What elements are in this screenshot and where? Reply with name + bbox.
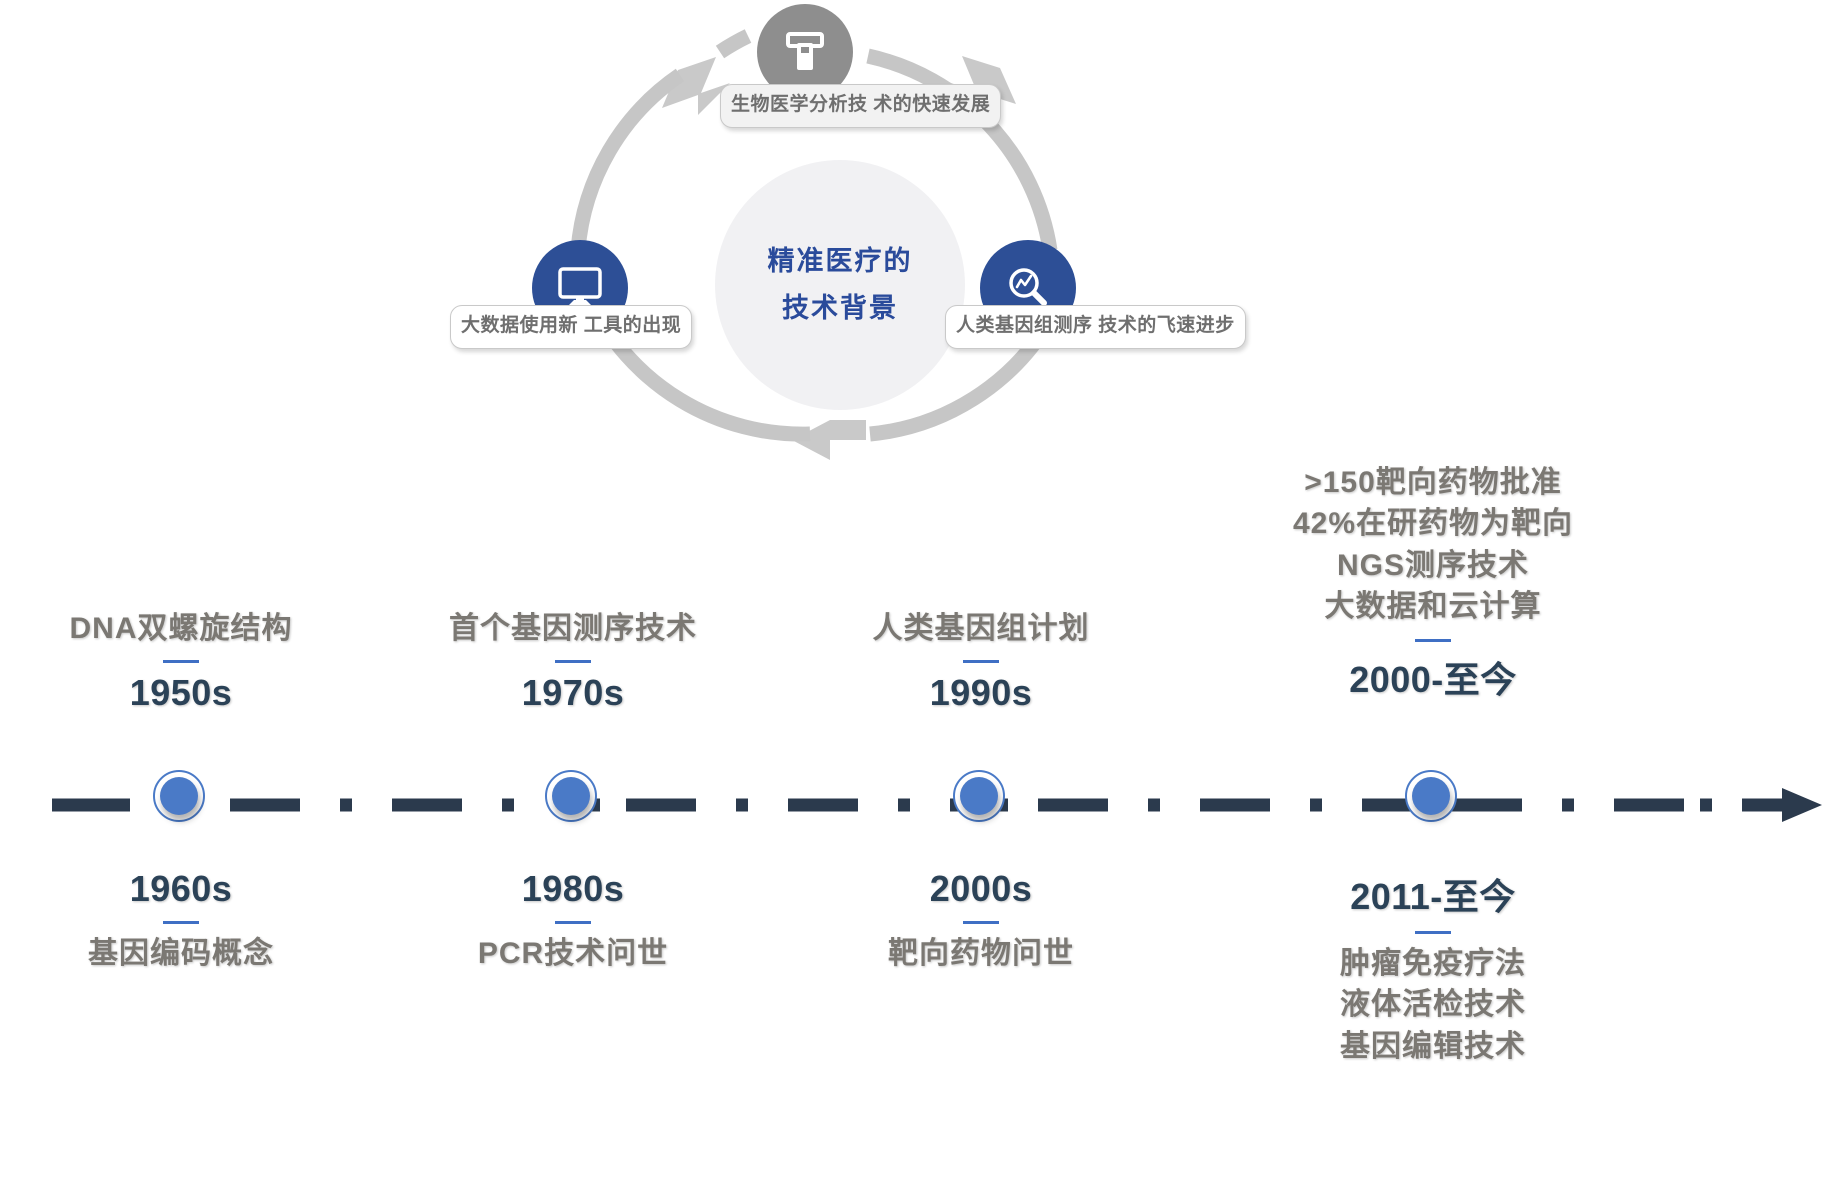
monitor-icon <box>558 267 602 306</box>
timeline-milestone-above-2: 首个基因测序技术 1970s <box>363 608 783 714</box>
cycle-center-line-2: 技术背景 <box>782 293 898 323</box>
timeline-dot-2[interactable] <box>545 770 601 826</box>
milestone-year: 1980s <box>521 868 625 909</box>
milestone-rule <box>163 660 199 664</box>
timeline-dot-core <box>1412 777 1450 815</box>
milestone-year: 1960s <box>129 868 233 909</box>
timeline-dot-core <box>552 777 590 815</box>
timeline-milestone-below-3: 2000s 靶向药物问世 <box>771 868 1191 974</box>
milestone-year: 1990s <box>929 672 1033 714</box>
timeline-dot-3[interactable] <box>953 770 1009 826</box>
milestone-caption: 靶向药物问世 <box>888 937 1074 970</box>
milestone-caption: DNA双螺旋结构 <box>69 612 293 645</box>
milestone-rule <box>1415 931 1451 934</box>
milestone-caption: 首个基因测序技术 <box>449 612 697 645</box>
milestone-caption: >150靶向药物批准 42%在研药物为靶向 NGS测序技术 大数据和云计算 <box>1292 466 1574 624</box>
timeline-dot-4[interactable] <box>1405 770 1461 826</box>
milestone-year: 2000s <box>929 868 1033 909</box>
timeline-dot-1[interactable] <box>153 770 209 826</box>
cycle-callout-right: 人类基因组测序 技术的飞速进步 <box>945 305 1246 349</box>
timeline-milestone-below-4: 2011-至今 肿瘤免疫疗法 液体活检技术 基因编辑技术 <box>1223 868 1643 1067</box>
cycle-callout-left: 大数据使用新 工具的出现 <box>450 305 693 349</box>
milestone-year: 1970s <box>521 672 625 714</box>
milestone-year: 2011-至今 <box>1350 876 1516 917</box>
analytics-search-icon <box>1009 268 1047 306</box>
milestone-rule <box>555 660 591 664</box>
milestone-rule <box>555 921 591 924</box>
timeline-milestone-above-4: >150靶向药物批准 42%在研药物为靶向 NGS测序技术 大数据和云计算 20… <box>1223 462 1643 703</box>
timeline-axis <box>52 788 1822 822</box>
milestone-rule <box>963 921 999 924</box>
cycle-center-label: 精准医疗的 技术背景 <box>715 160 965 410</box>
timeline-milestone-above-3: 人类基因组计划 1990s <box>771 608 1191 714</box>
timeline-dot-core <box>160 777 198 815</box>
milestone-year: 1950s <box>129 672 233 714</box>
cycle-callout-top: 生物医学分析技 术的快速发展 <box>720 84 1002 128</box>
timeline-milestone-below-1: 1960s 基因编码概念 <box>0 868 391 974</box>
milestone-rule <box>963 660 999 664</box>
cycle-center-line-1: 精准医疗的 <box>767 245 913 276</box>
milestone-year: 2000-至今 <box>1349 658 1517 700</box>
timeline-milestone-below-2: 1980s PCR技术问世 <box>363 868 783 974</box>
technology-background-cycle-diagram: 精准医疗的 技术背景 生物医学分析技 术的快速发展 大数据使用新 工具的出现 人… <box>450 0 1246 520</box>
milestone-rule <box>163 921 199 924</box>
timeline-dot-core <box>960 777 998 815</box>
cycle-center-disc <box>715 160 965 410</box>
milestone-caption: PCR技术问世 <box>477 937 669 970</box>
milestone-rule <box>1415 638 1451 642</box>
right-arrow-icon <box>1782 788 1822 822</box>
timeline-milestone-above-1: DNA双螺旋结构 1950s <box>0 608 391 714</box>
milestone-caption: 人类基因组计划 <box>872 612 1090 645</box>
milestone-caption: 肿瘤免疫疗法 液体活检技术 基因编辑技术 <box>1340 947 1526 1063</box>
scanner-icon <box>786 32 824 70</box>
milestone-caption: 基因编码概念 <box>88 937 274 970</box>
